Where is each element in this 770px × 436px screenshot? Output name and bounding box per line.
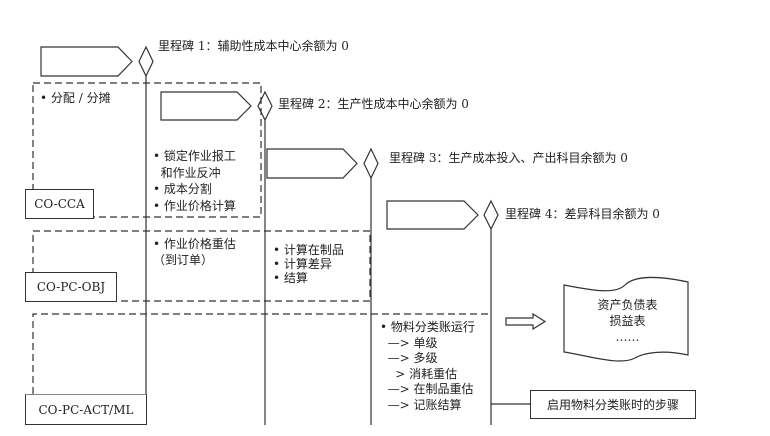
report-item: 资产负债表	[597, 298, 658, 312]
phase-arrow-1	[40, 46, 133, 77]
task-item: • 作业价格重估	[153, 237, 236, 251]
task-item: —> 记账结算	[380, 397, 462, 412]
milestone-diamond-2	[257, 90, 273, 122]
phase-arrow-4	[386, 200, 479, 230]
cca-dashed-box	[32, 82, 262, 218]
module-cca: CO-CCA	[25, 189, 94, 219]
report-item: ……	[615, 330, 640, 344]
milestone-label-2: 里程碑 2：生产性成本中心余额为 0	[278, 97, 469, 111]
phase-arrow-3	[266, 148, 358, 179]
milestone-label-3: 里程碑 3：生产成本投入、产出科目余额为 0	[389, 151, 628, 165]
module-pc-act-ml: CO-PC-ACT/ML	[25, 394, 147, 425]
task-item: （到订单）	[153, 253, 214, 267]
task-item: —> 在制品重估	[380, 382, 474, 396]
report-list: 资产负债表 损益表 ……	[585, 297, 670, 345]
milestone-label-4: 里程碑 4：差异科目余额为 0	[505, 207, 660, 221]
milestone-diamond-1	[138, 45, 154, 78]
ml-tasks: • 物料分类账运行 —> 单级 —> 多级 > 消耗重估 —> 在制品重估 —>…	[380, 320, 475, 413]
task-item: > 消耗重估	[380, 366, 458, 381]
task-item: • 作业价格计算	[153, 198, 236, 213]
phase-arrow-2	[160, 91, 252, 121]
cca-tasks-col2: • 锁定作业报工 和作业反冲 • 成本分割 • 作业价格计算	[153, 148, 236, 214]
task-item: • 结算	[273, 271, 308, 285]
ml-steps-note: 启用物料分类账时的步骤	[530, 390, 696, 419]
report-item: 损益表	[609, 314, 646, 328]
task-item: —> 多级	[380, 351, 438, 365]
task-allocation: • 分配 / 分摊	[40, 91, 111, 105]
act-dashed-box	[32, 313, 491, 394]
task-item: • 成本分割	[153, 182, 212, 196]
task-item: • 物料分类账运行	[380, 320, 475, 334]
milestone-label-1: 里程碑 1：辅助性成本中心余额为 0	[158, 39, 349, 53]
obj-tasks-col2: • 作业价格重估 （到订单）	[153, 236, 236, 268]
hollow-arrow-icon	[505, 312, 547, 331]
module-pc-obj: CO-PC-OBJ	[25, 272, 117, 302]
task-item: —> 单级	[380, 335, 438, 350]
task-item: • 锁定作业报工	[153, 149, 236, 163]
report-document-shape	[563, 276, 689, 362]
task-item: • 计算在制品	[273, 243, 344, 257]
milestone-diamond-3	[363, 147, 379, 180]
task-item: 和作业反冲	[153, 165, 221, 180]
milestone-diamond-4	[483, 199, 499, 231]
task-item: • 计算差异	[273, 257, 332, 271]
obj-dashed-box	[32, 230, 371, 302]
obj-tasks-col3: • 计算在制品 • 计算差异 • 结算	[273, 243, 344, 285]
